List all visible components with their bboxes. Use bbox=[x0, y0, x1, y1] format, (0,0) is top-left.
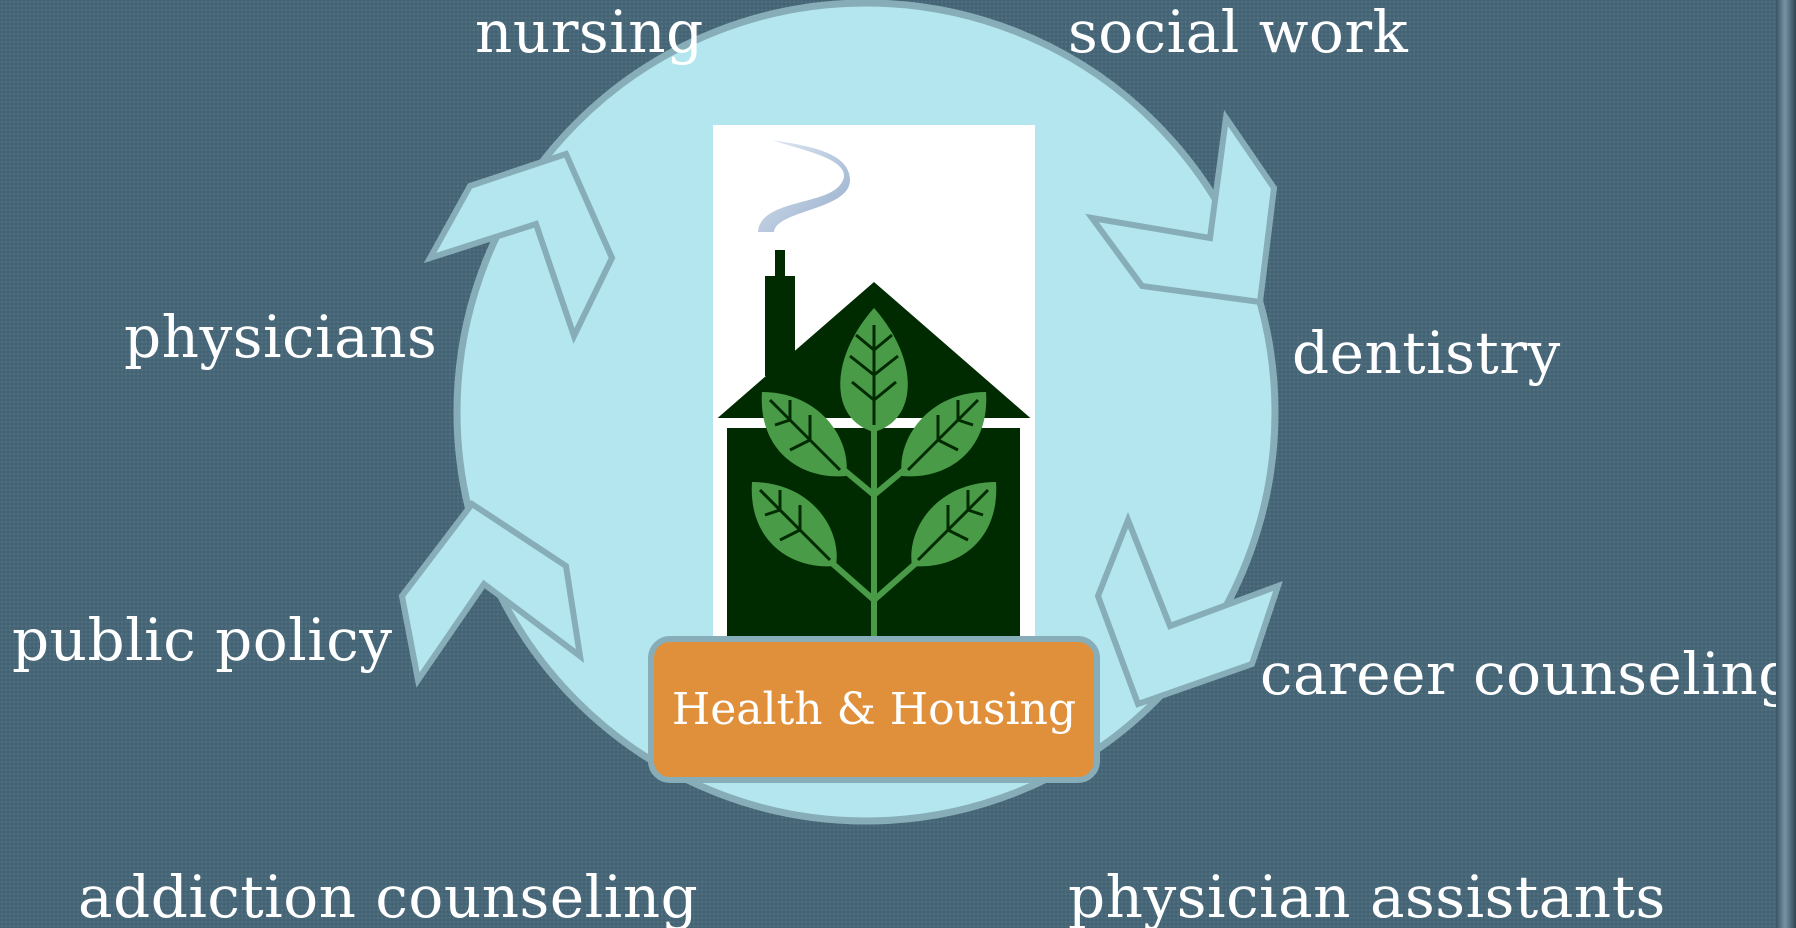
center-label-box: Health & Housing bbox=[648, 636, 1100, 783]
house-with-plant-icon bbox=[713, 125, 1035, 650]
label-physician-assistants: physician assistants bbox=[1068, 863, 1666, 928]
cycle-arrow-bottom-left-icon bbox=[398, 499, 585, 688]
cycle-arrow-top-left-icon bbox=[423, 150, 616, 344]
slide-edge-decoration bbox=[1776, 0, 1796, 928]
label-addiction-counseling: addiction counseling bbox=[78, 863, 699, 928]
center-label: Health & Housing bbox=[671, 684, 1077, 735]
label-social-work: social work bbox=[1068, 0, 1409, 66]
label-physicians: physicians bbox=[124, 303, 438, 371]
label-career-counseling: career counseling bbox=[1260, 640, 1796, 708]
label-dentistry: dentistry bbox=[1292, 319, 1561, 387]
label-nursing: nursing bbox=[475, 0, 704, 66]
smoke-icon bbox=[758, 140, 850, 232]
cycle-arrow-bottom-right-icon bbox=[1094, 511, 1283, 708]
cycle-arrow-top-right-icon bbox=[1085, 109, 1278, 306]
label-public-policy: public policy bbox=[12, 606, 393, 674]
